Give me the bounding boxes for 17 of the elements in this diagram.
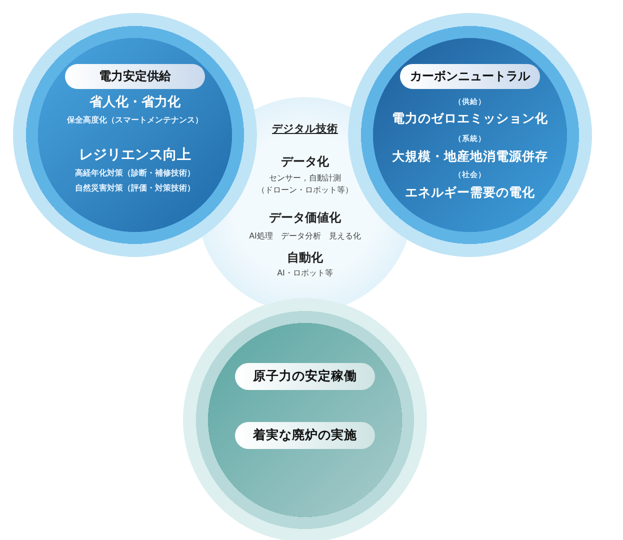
heading-text: 省人化・省力化 [90, 94, 180, 111]
heading-text: 電力のゼロエミッション化 [392, 110, 548, 128]
section-heading: デジタル技術 [272, 122, 338, 136]
note-text: センサー，自動計測 [269, 172, 341, 184]
label-pill: 電力安定供給 [65, 64, 205, 89]
label-pill: 着実な廃炉の実施 [235, 422, 375, 449]
note-text: （ドローン・ロボット等） [257, 184, 353, 196]
heading-text: 自動化 [287, 250, 323, 266]
label-pill: 原子力の安定稼働 [235, 363, 375, 390]
heading-text: エネルギー需要の電化 [405, 184, 535, 202]
note-text: AI・ロボット等 [277, 268, 333, 278]
label-pill: カーボンニュートラル [400, 64, 540, 89]
heading-text: データ価値化 [269, 210, 341, 226]
note-text: AI処理 データ分析 見える化 [249, 230, 361, 242]
heading-text: 大規模・地産地消電源併存 [392, 148, 548, 166]
heading-text: データ化 [281, 154, 329, 170]
heading-text: レジリエンス向上 [79, 146, 191, 164]
